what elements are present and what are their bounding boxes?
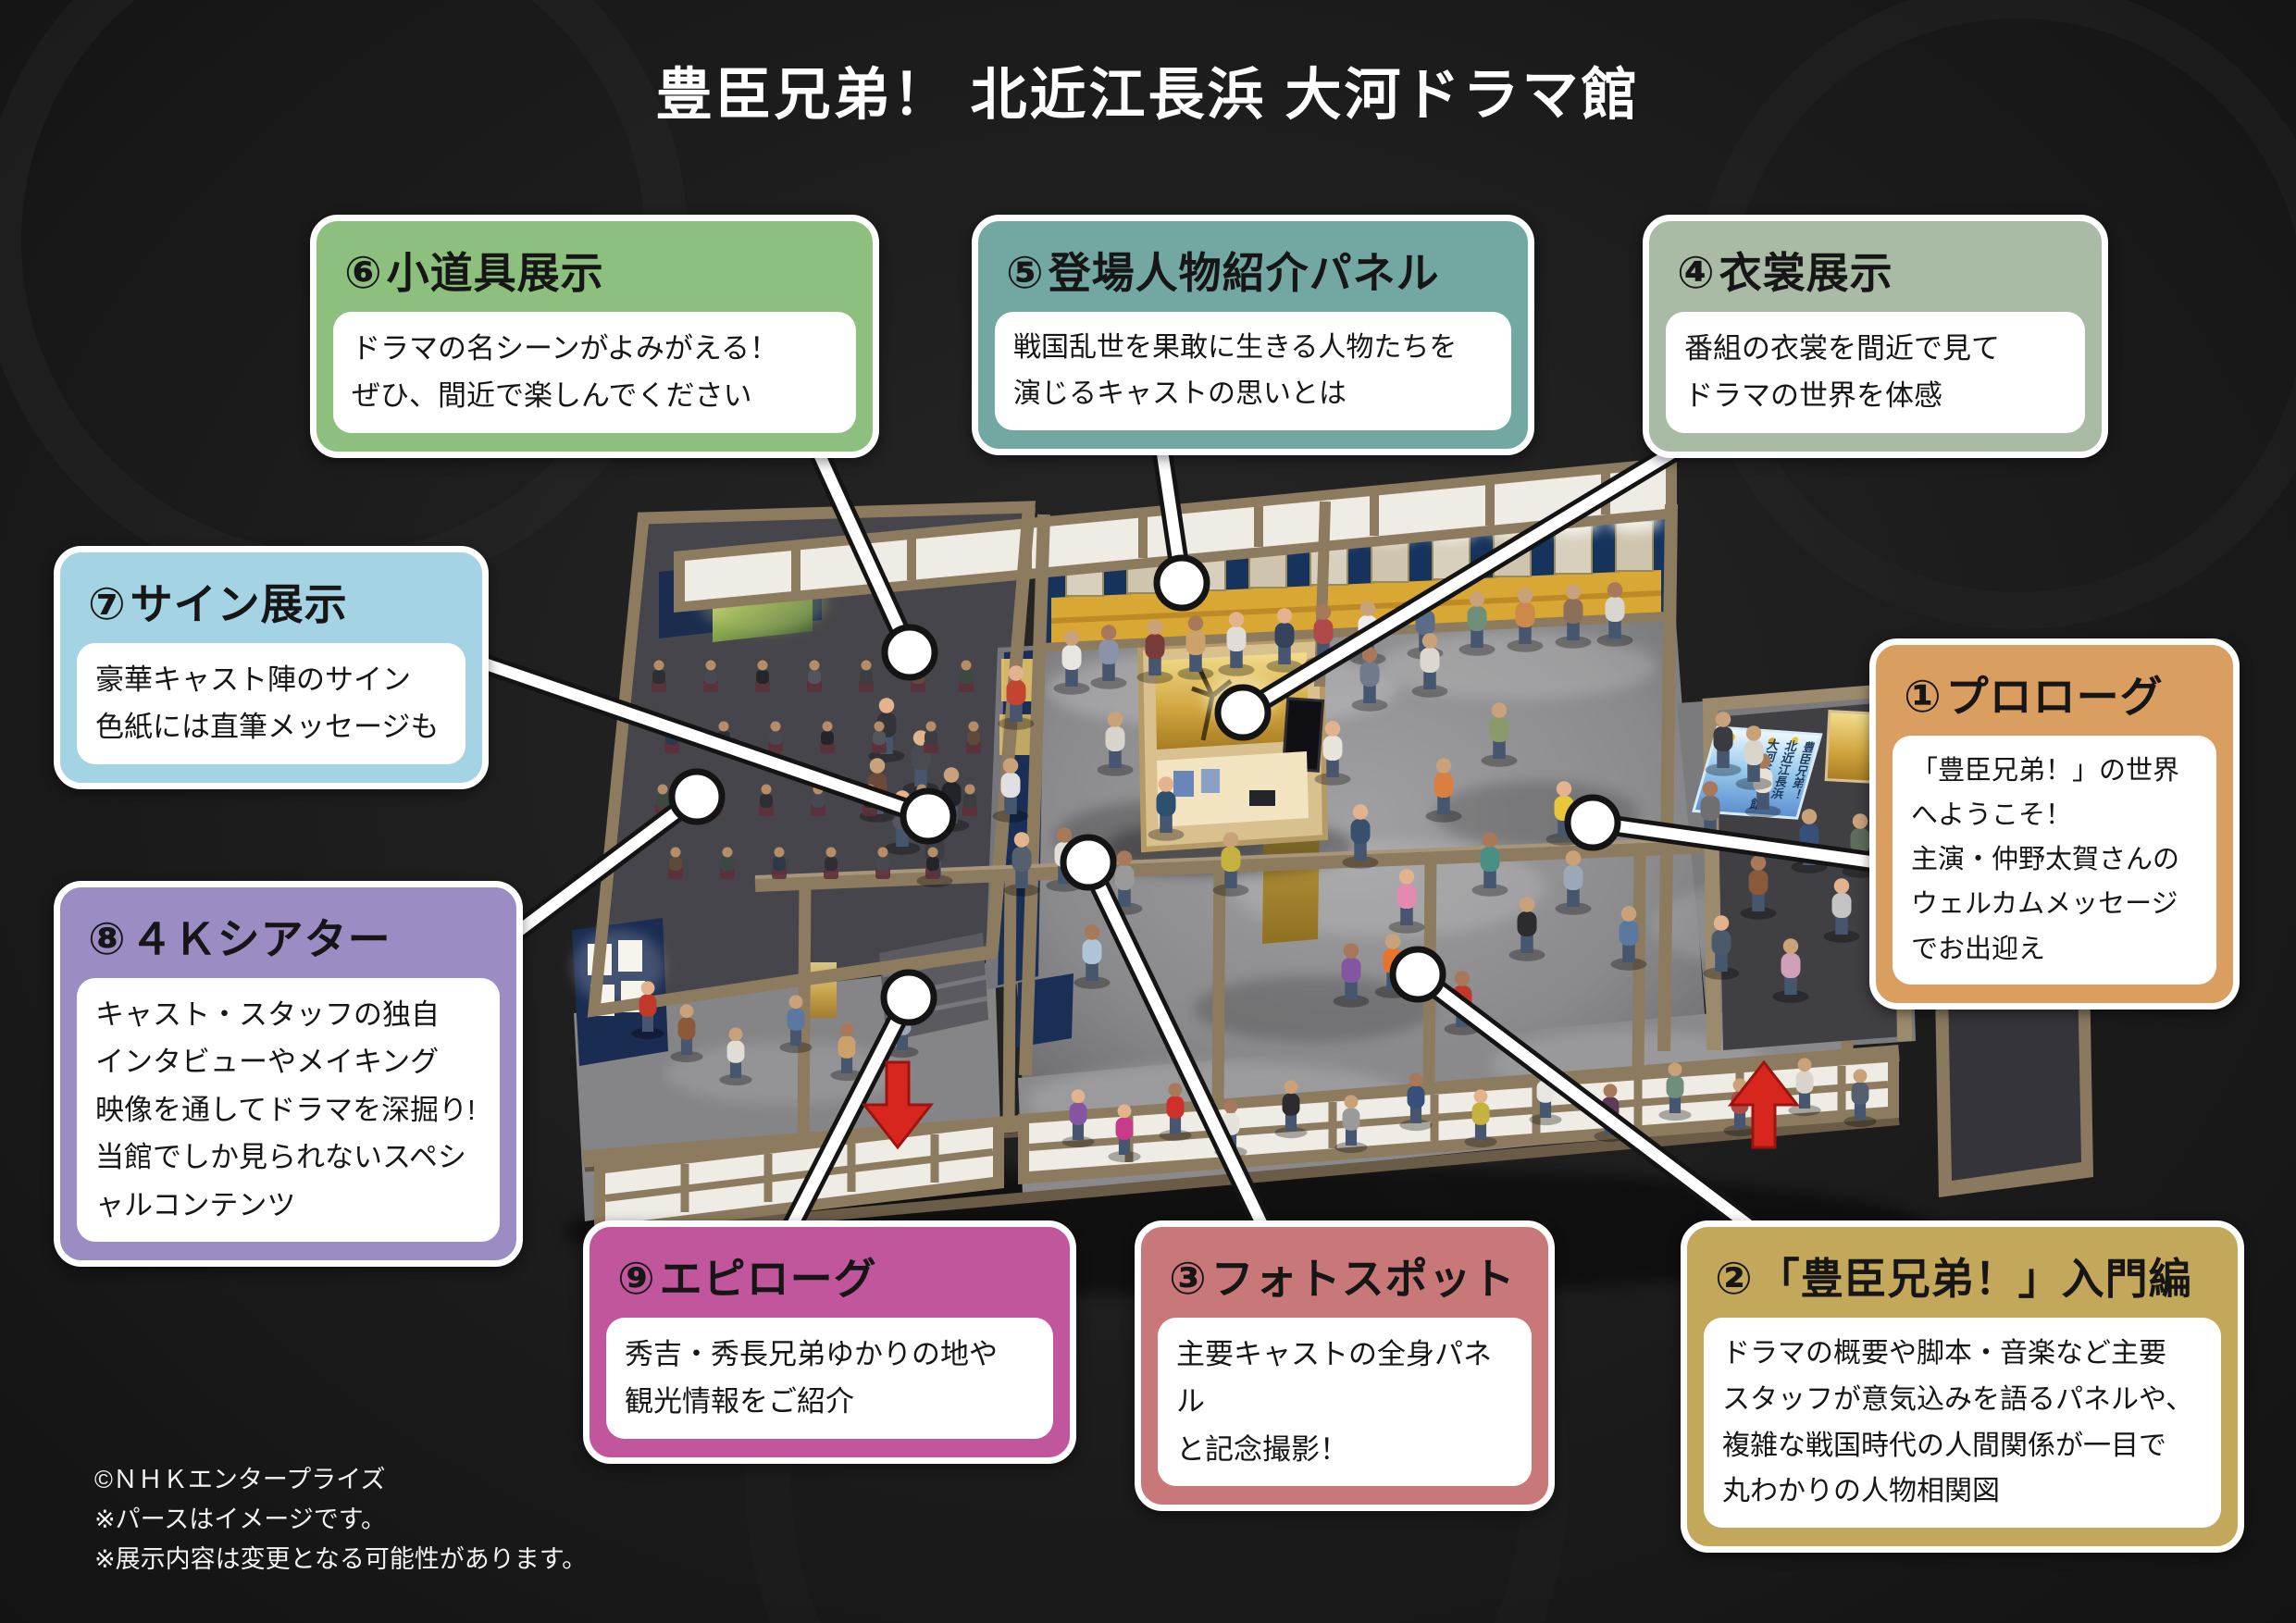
callout-prologue-exhibit: ①プロローグ 「豊臣兄弟！」の世界 へようこそ！ 主演・仲野太賀さんの ウェルカ… xyxy=(1869,638,2240,1010)
laptop xyxy=(1249,790,1275,806)
exit-arrow-icon xyxy=(861,1060,935,1150)
connector-dot-props xyxy=(881,624,938,681)
callout-autographs-label: サイン展示 xyxy=(130,580,348,628)
callout-props-description: ドラマの名シーンがよみがえる！ ぜひ、間近で楽しんでください xyxy=(333,312,856,433)
connector-epilogue xyxy=(781,969,937,1237)
callout-characters-exhibit: ⑤登場人物紹介パネル 戦国乱世を果敢に生きる人物たちを 演じるキャストの思いとは xyxy=(972,215,1534,455)
connector-dot-theater xyxy=(668,768,726,825)
callout-intro-exhibit: ②「豊臣兄弟！」入門編 ドラマの概要や脚本・音楽など主要 スタッフが意気込みを語… xyxy=(1681,1220,2244,1554)
copyright-text: ©ＮＨＫエンタープライズ xyxy=(94,1466,386,1493)
callout-theater-description: キャスト・スタッフの独自 インタビューやメイキング 映像を通してドラマを深掘り!… xyxy=(77,978,500,1243)
callout-intro-label: 「豊臣兄弟！」入門編 xyxy=(1756,1255,2192,1303)
callout-epilogue-label: エピローグ xyxy=(659,1255,877,1303)
callout-prologue-label: プロローグ xyxy=(1945,673,2164,721)
callout-costume-title: ④衣裳展示 xyxy=(1677,240,2085,301)
connector-theater xyxy=(506,768,726,943)
callout-photospot-exhibit: ③フォトスポット 主要キャストの全身パネル と記念撮影！ xyxy=(1135,1220,1555,1512)
callout-props-title: ⑥小道具展示 xyxy=(344,240,856,301)
callout-photospot-title: ③フォトスポット xyxy=(1169,1245,1532,1307)
callout-characters-number: ⑤ xyxy=(1006,249,1045,298)
connector-photospot xyxy=(1060,834,1273,1237)
callout-costume-exhibit: ④衣裳展示 番組の衣裳を間近で見て ドラマの世界を体感 xyxy=(1643,215,2108,458)
connector-props xyxy=(797,417,938,681)
callout-autographs-description: 豪華キャスト陣のサイン 色紙には直筆メッセージも xyxy=(77,643,465,764)
connector-dot-autographs xyxy=(900,787,957,845)
connector-dot-intro xyxy=(1389,946,1446,1003)
disclaimer-text-1: ※パースはイメージです。 xyxy=(94,1505,387,1534)
callout-autographs-exhibit: ⑦サイン展示 豪華キャスト陣のサイン 色紙には直筆メッセージも xyxy=(54,546,489,789)
callout-characters-label: 登場人物紹介パネル xyxy=(1048,249,1440,297)
connector-dot-epilogue xyxy=(880,969,937,1026)
callout-prologue-number: ① xyxy=(1904,673,1942,722)
callout-prologue-description: 「豊臣兄弟！」の世界 へようこそ！ 主演・仲野太賀さんの ウェルカムメッセージ … xyxy=(1893,736,2216,985)
callout-epilogue-exhibit: ⑨エピローグ 秀吉・秀長兄弟ゆかりの地や 観光情報をご紹介 xyxy=(583,1220,1076,1464)
callout-theater-number: ⑧ xyxy=(88,915,127,964)
connector-dot-characters xyxy=(1153,554,1210,612)
callout-prologue-title: ①プロローグ xyxy=(1904,663,2216,725)
callout-theater-label: ４Ｋシアター xyxy=(130,915,391,963)
entrance-arrow-icon xyxy=(1727,1059,1801,1149)
connector-intro xyxy=(1389,946,1761,1237)
footer-notes: ©ＮＨＫエンタープライズ ※パースはイメージです。 ※展示内容は変更となる可能性… xyxy=(94,1460,587,1580)
autograph-lightbox-wall xyxy=(572,918,668,1066)
callout-theater-title: ⑧４Ｋシアター xyxy=(88,906,500,967)
small-picture xyxy=(1173,771,1194,797)
callout-photospot-label: フォトスポット xyxy=(1210,1255,1516,1303)
page-title: 豊臣兄弟！ 北近江長浜 大河ドラマ館 xyxy=(655,63,1641,126)
connector-dot-photospot xyxy=(1060,834,1117,891)
small-picture xyxy=(1201,769,1220,793)
callout-costume-number: ④ xyxy=(1677,249,1716,298)
connector-prologue xyxy=(1564,794,1885,873)
callout-costume-description: 番組の衣裳を間近で見て ドラマの世界を体感 xyxy=(1666,312,2085,433)
connector-costume xyxy=(1214,417,1724,741)
connector-dot-prologue xyxy=(1564,794,1621,851)
callout-intro-number: ② xyxy=(1715,1255,1754,1304)
callout-intro-title: ②「豊臣兄弟！」入門編 xyxy=(1715,1245,2221,1307)
callout-theater-exhibit: ⑧４Ｋシアター キャスト・スタッフの独自 インタビューやメイキング 映像を通して… xyxy=(54,881,523,1268)
callout-photospot-number: ③ xyxy=(1169,1255,1208,1304)
callout-costume-label: 衣裳展示 xyxy=(1719,249,1893,297)
callout-autographs-title: ⑦サイン展示 xyxy=(88,571,465,632)
callout-photospot-description: 主要キャストの全身パネル と記念撮影！ xyxy=(1158,1318,1532,1487)
callout-epilogue-title: ⑨エピローグ xyxy=(617,1245,1053,1307)
callout-autographs-number: ⑦ xyxy=(88,580,127,629)
callout-characters-description: 戦国乱世を果敢に生きる人物たちを 演じるキャストの思いとは xyxy=(995,312,1511,430)
callout-connectors xyxy=(471,417,1885,1237)
callout-props-label: 小道具展示 xyxy=(386,249,604,297)
connector-dot-costume xyxy=(1214,684,1272,741)
callout-props-exhibit: ⑥小道具展示 ドラマの名シーンがよみがえる！ ぜひ、間近で楽しんでください xyxy=(310,215,879,458)
callout-characters-title: ⑤登場人物紹介パネル xyxy=(1006,240,1511,301)
disclaimer-text-2: ※展示内容は変更となる可能性があります。 xyxy=(94,1545,588,1574)
callout-intro-description: ドラマの概要や脚本・音楽など主要 スタッフが意気込みを語るパネルや、 複雑な戦国… xyxy=(1704,1318,2221,1529)
connector-autographs xyxy=(471,652,957,845)
callout-epilogue-description: 秀吉・秀長兄弟ゆかりの地や 観光情報をご紹介 xyxy=(606,1318,1053,1439)
booth-lower-room xyxy=(1157,751,1309,827)
callout-props-number: ⑥ xyxy=(344,249,383,298)
callout-epilogue-number: ⑨ xyxy=(617,1255,656,1304)
